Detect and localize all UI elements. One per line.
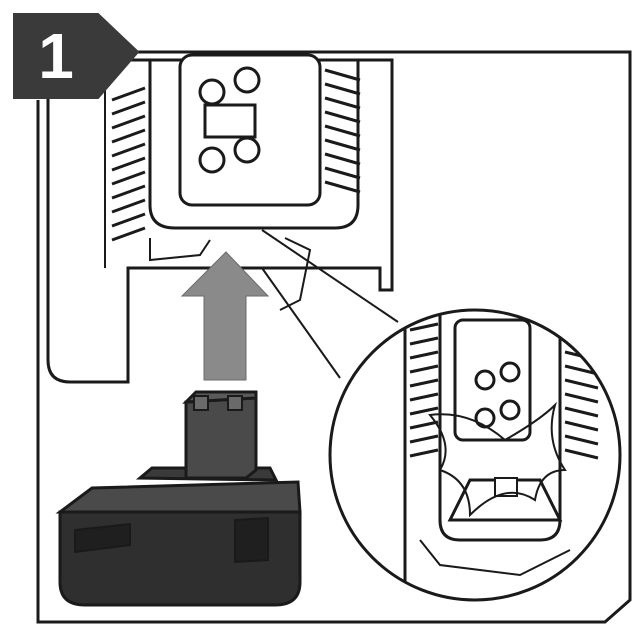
charger-dock-icon (46, 53, 394, 384)
click-burst-icon (428, 401, 567, 518)
detail-callout-lines (261, 229, 399, 379)
panel-frame (36, 50, 632, 624)
battery-pack-icon (55, 390, 302, 607)
step-badge (13, 13, 140, 99)
vent-grille-right (324, 68, 361, 194)
insert-up-arrow-icon (180, 251, 270, 381)
magnifier-detail-icon (328, 308, 622, 602)
vent-grille-left (111, 86, 146, 242)
